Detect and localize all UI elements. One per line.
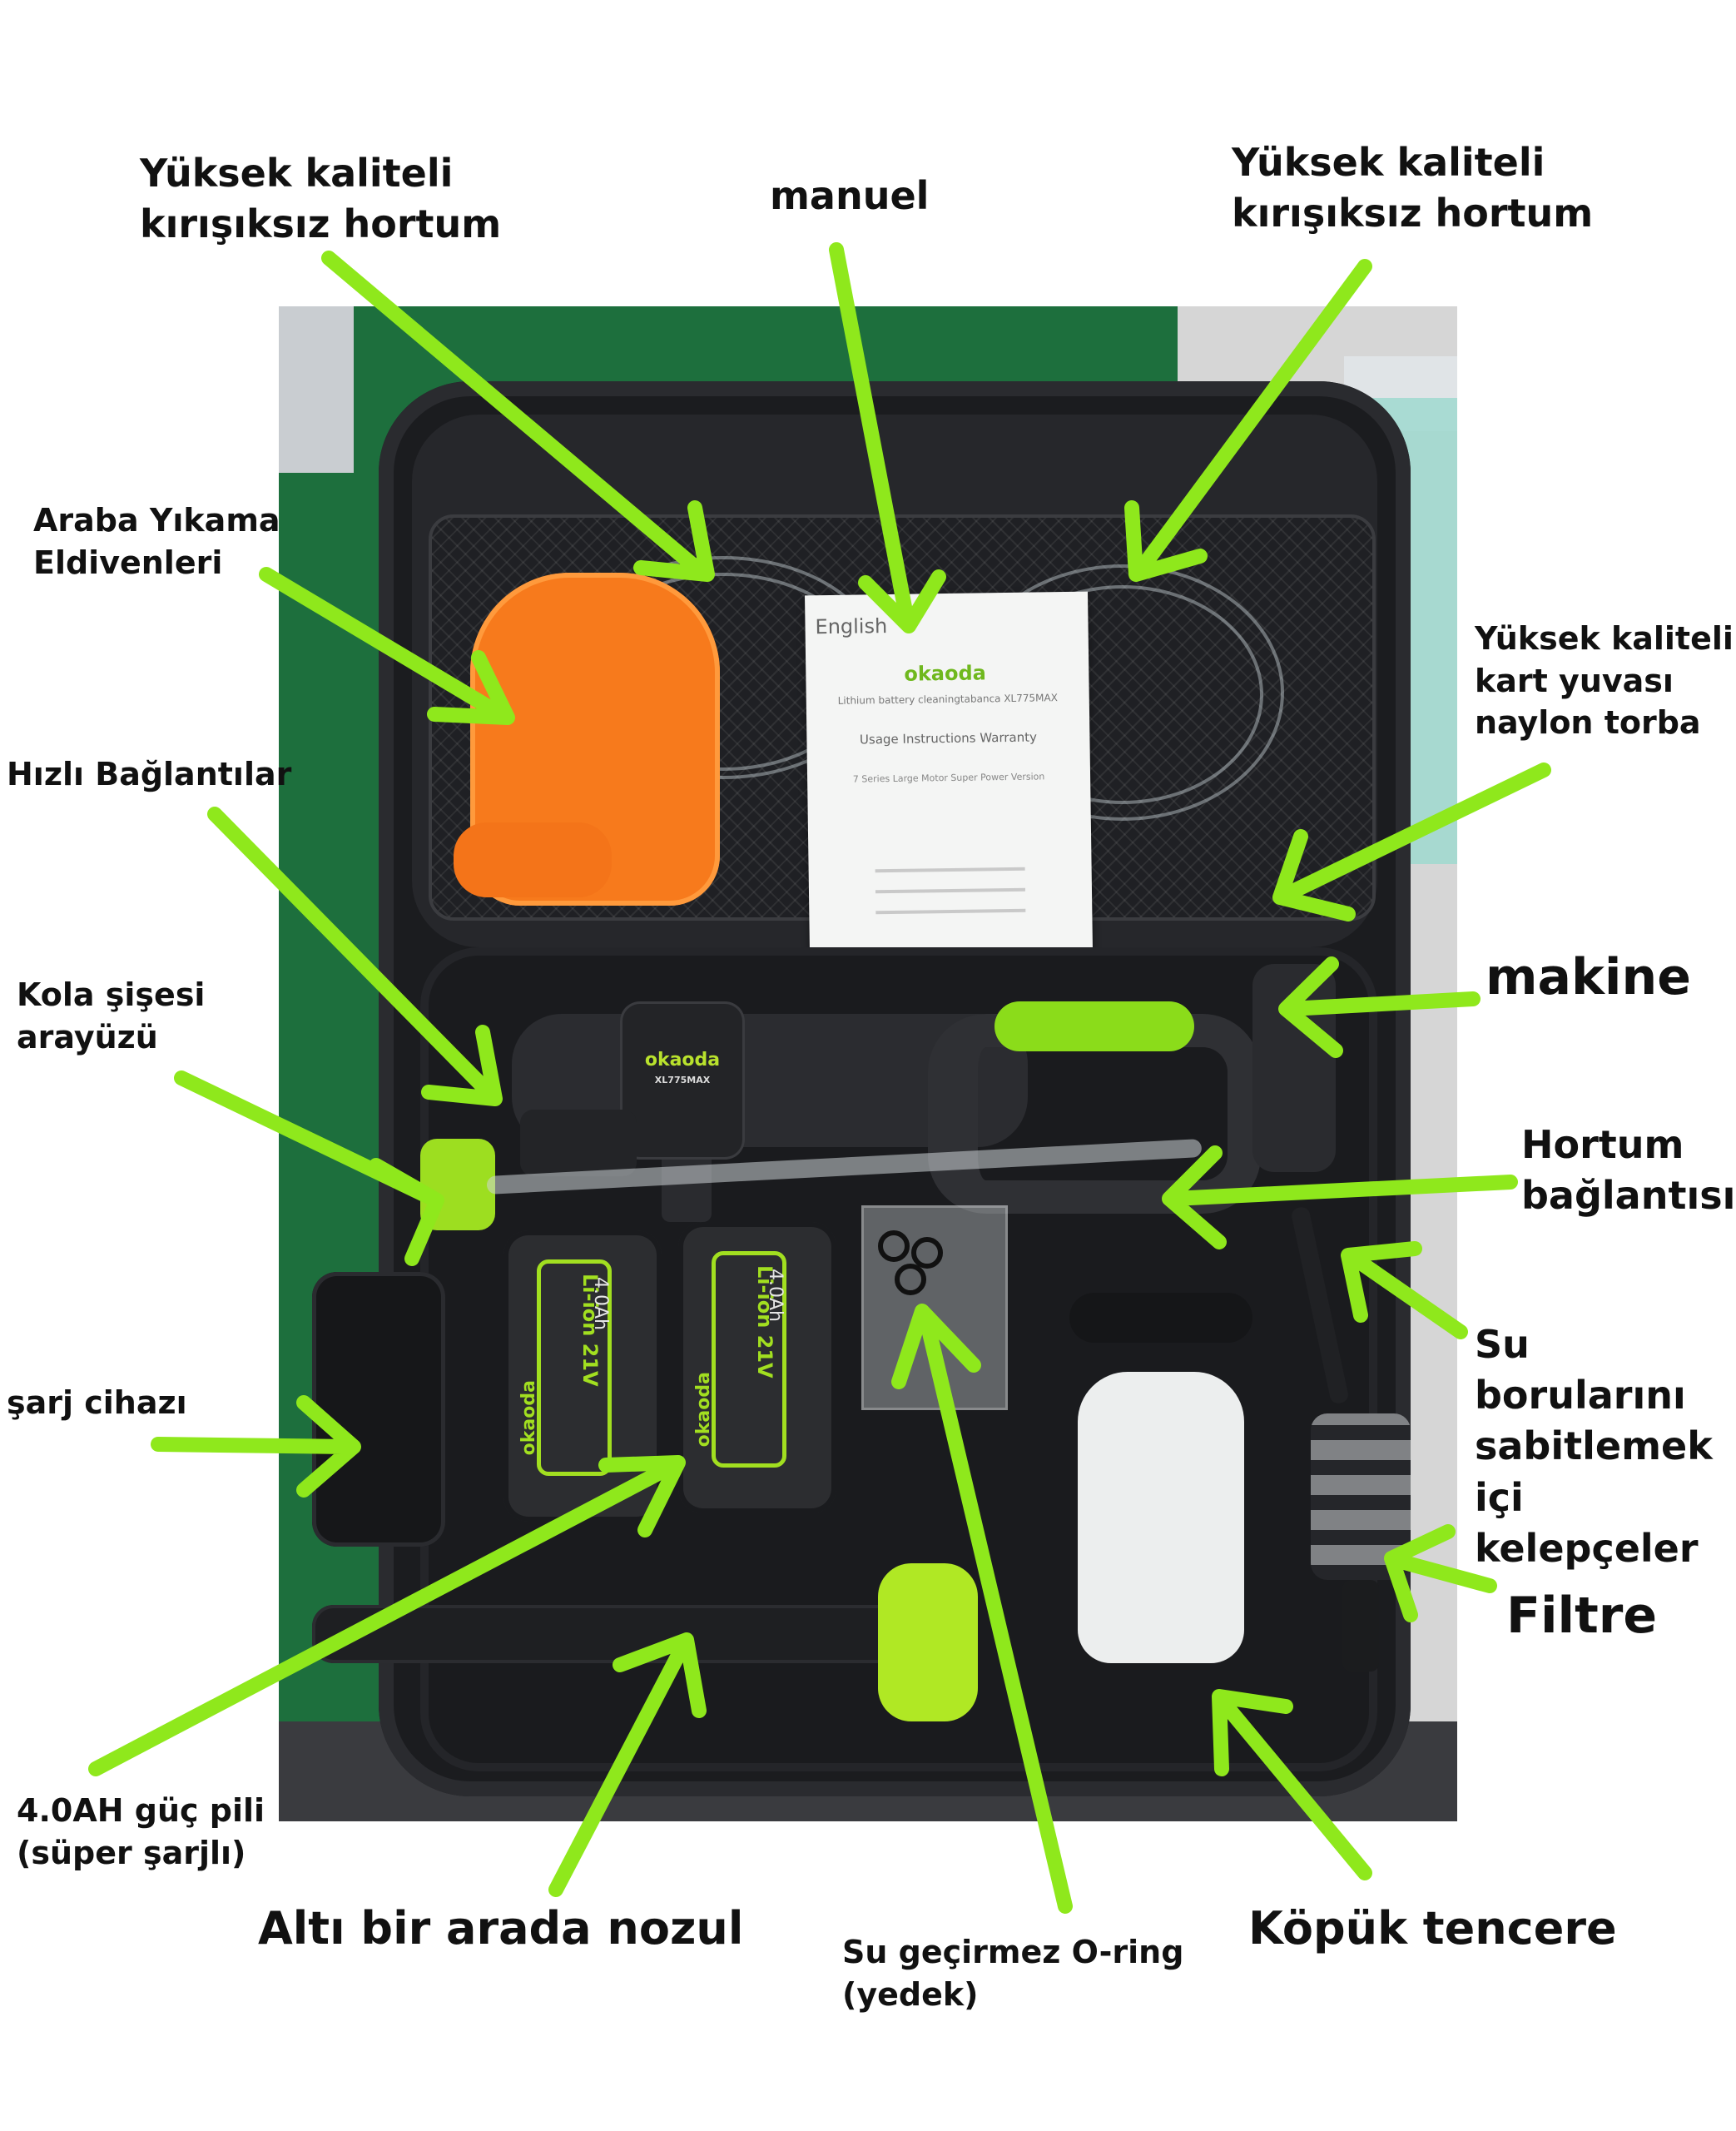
label-manual: manuel — [770, 173, 930, 218]
manual-fine-print — [875, 867, 1025, 873]
machine-brand: okaoda — [644, 1050, 721, 1070]
label-card-slot: Yüksek kaliteli kart yuvası naylon torba — [1475, 620, 1734, 742]
label-quick-connect: Hızlı Bağlantılar — [7, 756, 292, 792]
label-charger: şarj cihazı — [7, 1384, 187, 1421]
quick-connector — [520, 1110, 637, 1176]
foam-bottle — [1078, 1372, 1244, 1663]
washer-gun-grip — [994, 1001, 1194, 1051]
label-battery: 4.0AH güç pili (süper şarjlı) — [17, 1792, 265, 1871]
manual-brand: okaoda — [904, 661, 987, 686]
battery-capacity: 4.0Ah — [590, 1277, 611, 1330]
label-cola-interface: Kola şişesi arayüzü — [17, 976, 206, 1056]
washer-gun-badge: okaoda XL775MAX — [620, 1001, 745, 1160]
label-nozzle: Altı bir arada nozul — [258, 1902, 744, 1955]
battery-2: Li-ion 21V 4.0Ah okaoda — [678, 1222, 836, 1513]
product-photo: English okaoda Lithium battery cleaningt… — [279, 306, 1457, 1821]
water-filter-tip — [1342, 1580, 1379, 1672]
label-oring: Su geçirmez O-ring (yedek) — [842, 1934, 1184, 2013]
battery-type: Li-ion 21V — [578, 1274, 602, 1387]
oring — [911, 1237, 943, 1269]
battery-1: Li-ion 21V 4.0Ah okaoda — [503, 1230, 662, 1522]
water-filter — [1311, 1413, 1411, 1580]
background-wall — [279, 306, 354, 473]
nozzle-wand — [312, 1605, 911, 1663]
manual-tagline: 7 Series Large Motor Super Power Version — [852, 771, 1045, 785]
label-clamps: Su borularını sabitlemek içi kelepçeler — [1475, 1322, 1713, 1571]
washer-gun-battery-mount — [1252, 964, 1336, 1172]
six-in-one-nozzle-head — [878, 1563, 978, 1721]
manual-fine-print — [875, 908, 1026, 915]
battery-type: Li-ion 21V — [753, 1265, 776, 1378]
instruction-manual: English okaoda Lithium battery cleaningt… — [805, 591, 1093, 954]
cola-bottle-adapter — [420, 1139, 495, 1230]
foam-cannon-head — [1069, 1293, 1252, 1343]
battery-brand: okaoda — [693, 1372, 714, 1448]
label-gloves: Araba Yıkama Eldivenleri — [33, 502, 280, 581]
oring — [895, 1264, 926, 1295]
oring — [878, 1230, 910, 1262]
battery-brand: okaoda — [518, 1380, 539, 1456]
label-hose-right: Yüksek kaliteli kırışıksız hortum — [1232, 140, 1594, 236]
manual-language: English — [815, 614, 888, 639]
charger — [312, 1272, 445, 1547]
label-foam-pot: Köpük tencere — [1248, 1902, 1617, 1955]
manual-subtitle: Lithium battery cleaningtabanca XL775MAX — [837, 692, 1058, 707]
label-hose-connection: Hortum bağlantısı — [1521, 1122, 1736, 1219]
car-wash-glove-cuff — [454, 822, 612, 897]
manual-title: Usage Instructions Warranty — [859, 729, 1038, 748]
manual-fine-print — [875, 887, 1026, 894]
battery-capacity: 4.0Ah — [765, 1269, 786, 1322]
label-machine: makine — [1486, 948, 1691, 1006]
label-filter: Filtre — [1506, 1587, 1658, 1645]
machine-model: XL775MAX — [654, 1075, 711, 1085]
label-hose-left: Yüksek kaliteli kırışıksız hortum — [140, 151, 502, 247]
battery-stripe — [712, 1251, 786, 1468]
